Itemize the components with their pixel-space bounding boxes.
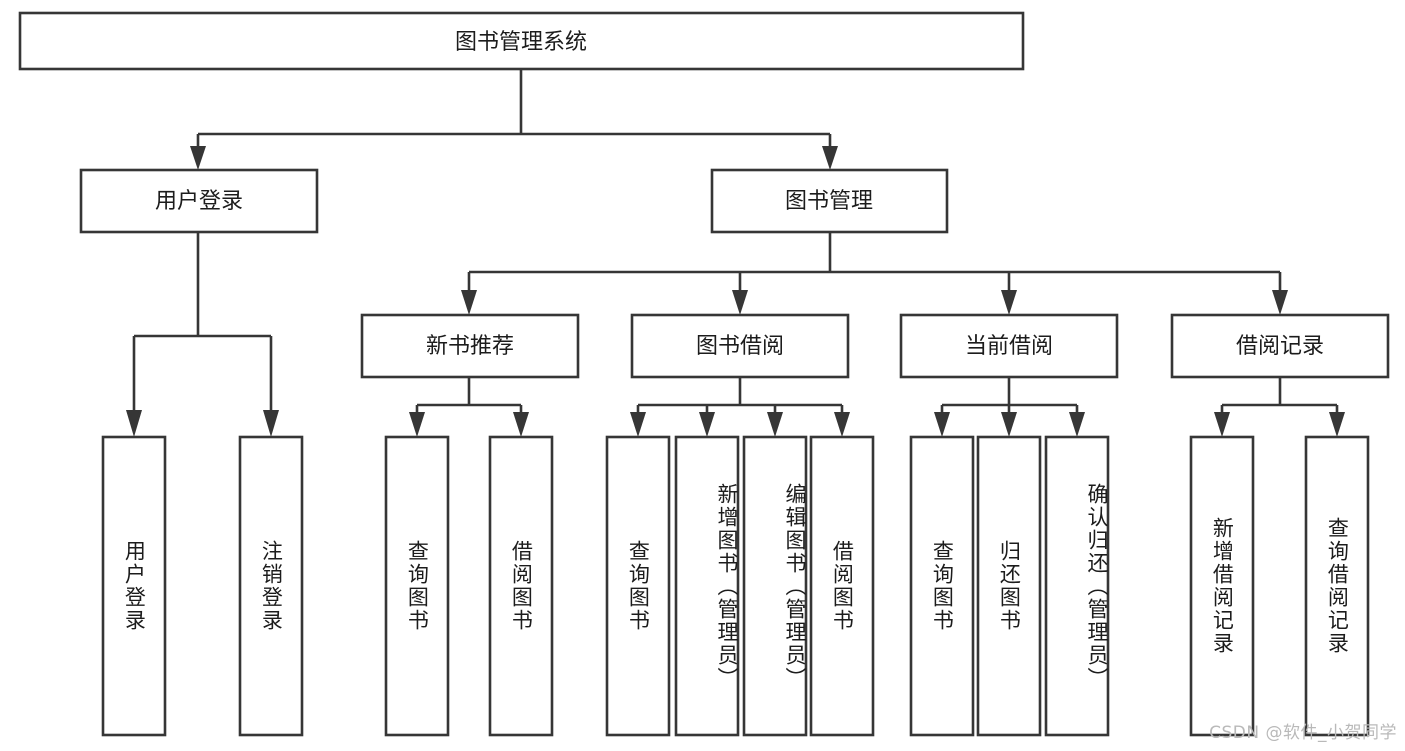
leaf-box-query-record[interactable] bbox=[1304, 435, 1370, 737]
node-borrow-record-label: 借阅记录 bbox=[1236, 334, 1324, 359]
arrow-head-current-borrow bbox=[1001, 290, 1017, 315]
node-borrow-record[interactable]: 借阅记录 bbox=[1170, 313, 1390, 379]
arrow-head-leaf-borrow-book-1 bbox=[513, 412, 529, 437]
node-book-manage[interactable]: 图书管理 bbox=[710, 168, 949, 234]
arrow-head-new-book bbox=[461, 290, 477, 315]
node-user-login[interactable]: 用户登录 bbox=[79, 168, 319, 234]
connector-user-login-to-leaves bbox=[126, 233, 279, 437]
leaf-box-add-record[interactable] bbox=[1189, 435, 1255, 737]
node-book-manage-box[interactable] bbox=[710, 168, 949, 234]
leaf-box-confirm-return[interactable] bbox=[1044, 435, 1110, 737]
connector-root-to-level2 bbox=[190, 69, 838, 170]
node-borrow-record-box[interactable] bbox=[1170, 313, 1390, 379]
node-book-borrow-label: 图书借阅 bbox=[696, 334, 784, 359]
node-new-book-recommend-label: 新书推荐 bbox=[426, 334, 514, 359]
arrow-head-leaf-query-book-3 bbox=[934, 412, 950, 437]
connector-book-manage-to-level3 bbox=[461, 233, 1288, 315]
node-new-book-recommend-box[interactable] bbox=[360, 313, 580, 379]
node-book-borrow[interactable]: 图书借阅 bbox=[630, 313, 850, 379]
node-user-login-label: 用户登录 bbox=[155, 189, 243, 214]
leaf-node-boxes bbox=[101, 435, 1370, 737]
arrow-head-user-login bbox=[190, 146, 206, 170]
arrow-head-leaf-user-logout bbox=[263, 410, 279, 437]
arrow-head-book-manage bbox=[822, 146, 838, 170]
node-book-borrow-box[interactable] bbox=[630, 313, 850, 379]
leaf-box-query-book-3[interactable] bbox=[909, 435, 975, 737]
arrow-head-leaf-add-record bbox=[1214, 412, 1230, 437]
leaf-box-query-book-2[interactable] bbox=[605, 435, 671, 737]
leaf-box-edit-book[interactable] bbox=[742, 435, 808, 737]
arrow-head-leaf-add-book bbox=[699, 412, 715, 437]
leaf-box-add-book[interactable] bbox=[674, 435, 740, 737]
node-current-borrow[interactable]: 当前借阅 bbox=[899, 313, 1119, 379]
arrow-head-leaf-query-record bbox=[1329, 412, 1345, 437]
arrow-head-leaf-return-book bbox=[1001, 412, 1017, 437]
connector-current-borrow-to-leaves bbox=[934, 377, 1085, 437]
arrow-head-leaf-confirm-return bbox=[1069, 412, 1085, 437]
node-root-label: 图书管理系统 bbox=[455, 30, 587, 55]
arrow-head-leaf-edit-book bbox=[767, 412, 783, 437]
arrow-head-borrow-record bbox=[1272, 290, 1288, 315]
node-root-box[interactable] bbox=[18, 11, 1025, 71]
arrow-head-leaf-user-login bbox=[126, 410, 142, 437]
node-current-borrow-box[interactable] bbox=[899, 313, 1119, 379]
node-new-book-recommend[interactable]: 新书推荐 bbox=[360, 313, 580, 379]
connector-new-book-to-leaves bbox=[409, 377, 529, 437]
node-user-login-box[interactable] bbox=[79, 168, 319, 234]
connector-book-borrow-to-leaves bbox=[630, 377, 850, 437]
leaf-box-query-book-1[interactable] bbox=[384, 435, 450, 737]
csdn-watermark: CSDN @软件_小贺同学 bbox=[1209, 723, 1397, 743]
leaf-box-borrow-book-1[interactable] bbox=[488, 435, 554, 737]
arrow-head-leaf-query-book-1 bbox=[409, 412, 425, 437]
leaf-box-borrow-book-2[interactable] bbox=[809, 435, 875, 737]
node-root[interactable]: 图书管理系统 bbox=[18, 11, 1025, 71]
node-current-borrow-label: 当前借阅 bbox=[965, 334, 1053, 359]
arrow-head-leaf-query-book-2 bbox=[630, 412, 646, 437]
connector-borrow-record-to-leaves bbox=[1214, 377, 1345, 437]
leaf-box-user-logout[interactable] bbox=[238, 435, 304, 737]
node-book-manage-label: 图书管理 bbox=[785, 189, 873, 214]
arrow-head-leaf-borrow-book-2 bbox=[834, 412, 850, 437]
arrow-head-book-borrow bbox=[732, 290, 748, 315]
leaf-box-return-book[interactable] bbox=[976, 435, 1042, 737]
leaf-box-user-login[interactable] bbox=[101, 435, 167, 737]
